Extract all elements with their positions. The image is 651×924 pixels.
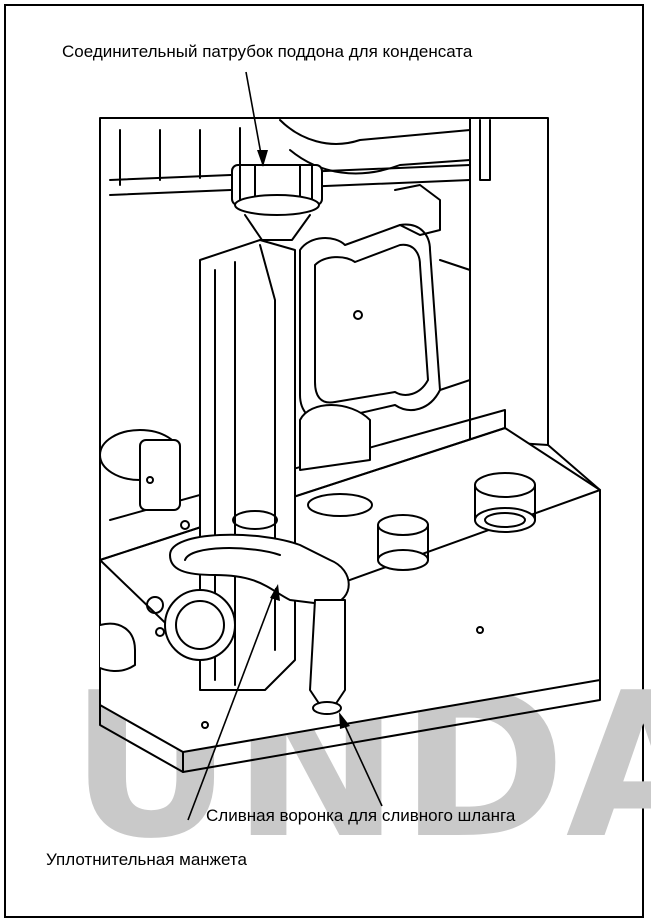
callout-line-seal <box>187 587 277 821</box>
threaded-connector-mid <box>377 514 429 571</box>
callout-line-funnel <box>339 714 383 807</box>
drain-funnel <box>309 599 346 706</box>
label-drain-funnel: Сливная воронка для сливного шланга <box>206 806 516 825</box>
label-tray-connector: Соединительный патрубок поддона для конд… <box>62 42 473 61</box>
label-sealing-cuff: Уплотнительная манжета <box>46 850 247 869</box>
diagram-frame <box>4 4 644 918</box>
base-opening <box>307 493 373 517</box>
callout-line-connector <box>245 71 264 166</box>
threaded-connector-right <box>474 472 536 533</box>
